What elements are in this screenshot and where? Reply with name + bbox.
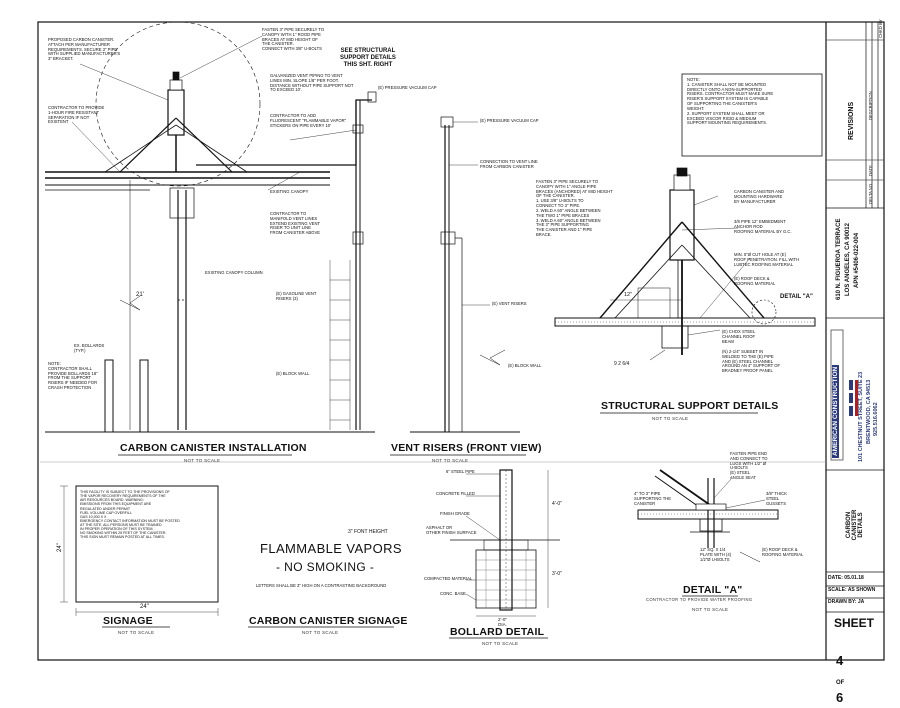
sheet-current: 4 — [836, 653, 844, 669]
note-proposed-canister: PROPOSED CARBON CANISTER. ATTACH PER MAN… — [48, 37, 121, 62]
vent-risers-drawing — [410, 116, 520, 433]
structural-support-scale: NOT TO SCALE — [652, 416, 689, 421]
bollard-detail-scale: NOT TO SCALE — [482, 641, 519, 646]
note-fire-separation: CONTRACTOR TO PROVIDE 1-HOUR FIRE RESIST… — [48, 105, 105, 125]
revisions-title: REVISIONS — [848, 101, 855, 140]
note-contractor-bollards: NOTE: CONTRACTOR SHALL PROVIDE BOLLARDS … — [48, 361, 98, 391]
bollard-detail-title: BOLLARD DETAIL — [450, 626, 545, 638]
dim-12-inch: 12" — [624, 292, 633, 298]
note-flammable-stickers: CONTRACTOR TO ADD FLUORESCENT "FLAMMABLE… — [270, 113, 347, 128]
note-bollard-pipe: 6" STEEL PIPE — [446, 469, 475, 474]
note-bollard-finish: FINISH GRADE — [440, 511, 470, 516]
note-structural-box: NOTE: 1. CANISTER SHALL NOT BE MOUNTED D… — [687, 77, 774, 126]
signage-scale: NOT TO SCALE — [118, 630, 155, 635]
carbon-canister-installation-title: CARBON CANISTER INSTALLATION — [120, 442, 307, 454]
canister-signage-line1: FLAMMABLE VAPORS — [260, 541, 402, 556]
note-angle-weld: (N) 2-1/4" SUBSET IN WELDED TO THE (E) P… — [722, 349, 781, 374]
sheet-description: CARBON CANISTER DETAILS — [846, 509, 864, 541]
note-connection-vent-line: CONNECTION TO VENT LINE FROM CARBON CANI… — [480, 159, 538, 169]
note-structural-fasten: FASTEN 3" PIPE SECURELY TO CANOPY WITH 1… — [536, 179, 613, 238]
detail-a-subtitle: CONTRACTOR TO PROVIDE WATER PROOFING — [646, 597, 753, 602]
note-fasten-pipe: FASTEN 3" PIPE SECURELY TO CANOPY WITH 1… — [262, 27, 325, 52]
sheet-number: 4 OF 6 — [836, 634, 844, 708]
company-name: AMERICAN CONSTRUCTION — [832, 364, 839, 458]
note-see-structural: SEE STRUCTURAL SUPPORT DETAILS THIS SHT.… — [340, 48, 396, 68]
note-existing-canopy: EXISTING CANOPY — [270, 189, 309, 194]
company-phone: 925.516.6062 — [873, 402, 879, 436]
sheet-of: OF — [836, 679, 845, 686]
note-roof-deck: (E) ROOF DECK & ROOFING MATERIAL — [734, 276, 776, 286]
signage-dim-width: 24" — [140, 604, 149, 610]
dim-bollard-dia: 2'-0" DIA. — [498, 617, 507, 628]
scale-label: SCALE: AS SHOWN — [828, 587, 876, 593]
signage-title: SIGNAGE — [103, 615, 153, 627]
note-manifold: CONTRACTOR TO MANIFOLD VENT LINES EXTEND… — [270, 211, 321, 236]
note-gasoline-vent-risers: (E) GASOLINE VENT RISERS (3) — [276, 291, 317, 301]
canister-signage-note: LETTERS SHALL BE 3" HIGH ON A CONTRASTIN… — [256, 583, 387, 588]
canister-signage-line2: - NO SMOKING - — [276, 560, 375, 574]
rev-col-description: DESCRIPTION — [868, 91, 873, 120]
note-bollard-base: CONC. BASE — [440, 591, 466, 596]
note-detail-a-plate: 12" SQ. X 1/4 PLATE WITH (4) 1/2"Ø U-BOL… — [700, 547, 732, 562]
note-box — [681, 73, 823, 157]
dim-bollard-above: 4'-0" — [552, 501, 562, 507]
note-canopy-column: EXISTING CANOPY COLUMN — [205, 270, 263, 275]
detail-a-drawing — [637, 469, 779, 563]
carbon-canister-installation-scale: NOT TO SCALE — [184, 458, 221, 463]
dim-bollard-below: 3'-0" — [552, 571, 562, 577]
bollard-drawing — [450, 469, 560, 617]
note-detail-a-fasten: FASTEN PIPE END AND CONNECT TO LUGS WITH… — [730, 451, 768, 481]
company-address-line1: 101 CHESTNUT STREET, SUITE 23 — [858, 371, 864, 462]
structural-support-title: STRUCTURAL SUPPORT DETAILS — [601, 400, 779, 412]
note-bollard-asphalt: ASPHALT OR OTHER FINISH SURFACE — [426, 525, 477, 535]
project-address-line1: 610 N. FIGUEROA TERRACE — [836, 218, 842, 300]
detail-a-scale: NOT TO SCALE — [692, 607, 729, 612]
detail-a-title: DETAIL "A" — [683, 584, 743, 596]
signage-drawing — [60, 485, 219, 616]
sheet-label: SHEET — [834, 616, 875, 630]
carbon-canister-installation-drawing — [45, 21, 377, 433]
sheet-total: 6 — [836, 690, 844, 706]
note-pressure-cap-front: (E) PRESSURE VACUUM CAP — [480, 118, 539, 123]
project-address-line2: LOS ANGELES, CA 90012 — [845, 223, 851, 296]
note-bollard-concrete: CONCRETE FILLED — [436, 491, 475, 496]
note-block-wall-left: (E) BLOCK WALL — [276, 371, 310, 376]
note-detail-a-roof-deck: (E) ROOF DECK & ROOFING MATERIAL — [762, 547, 804, 557]
signage-text: THIS FACILITY IS SUBJECT TO THE PROVISIO… — [80, 490, 180, 540]
canister-signage-title: CARBON CANISTER SIGNAGE — [249, 615, 408, 627]
dim-column-height: 21' — [136, 292, 144, 298]
rev-col-date: DATE — [868, 165, 873, 176]
canister-signage-scale: NOT TO SCALE — [302, 630, 339, 635]
note-carbon-canister-hardware: CARBON CANISTER AND MOUNTING HARDWARE BY… — [734, 189, 785, 204]
note-pressure-cap-left: (E) PRESSURE VACUUM CAP — [378, 85, 437, 90]
note-galvanized-piping: GALVANIZED VENT PIPING TO VENT LINES MIN… — [270, 73, 354, 93]
note-anchor-rod: 3/8 PIPE 12" EMBEDMENT ANCHOR ROD ROOFIN… — [734, 219, 792, 234]
signage-dim-height: 24" — [57, 543, 63, 552]
note-vent-risers-front: (E) VENT RISERS — [492, 301, 527, 306]
note-detail-a-gussets: 3/8" THICK STEEL GUSSETS — [766, 491, 787, 506]
vent-risers-scale: NOT TO SCALE — [432, 458, 469, 463]
detail-a-reference: DETAIL "A" — [780, 294, 813, 300]
vent-risers-title: VENT RISERS (FRONT VIEW) — [391, 442, 542, 454]
slope-indicator: 9 2 6/4 — [614, 361, 630, 367]
note-bollards: EX. BOLLARDS (TYP.) — [74, 343, 105, 353]
rev-col-chkd: CHKD BY — [878, 19, 883, 38]
note-bollard-compacted: COMPACTED MATERIAL — [424, 576, 473, 581]
date-label: DATE: 05.01.18 — [828, 575, 864, 581]
sheet-border — [37, 21, 885, 661]
note-cut-hole: MIN. 5"Ø CUT HOLE AT (E) ROOF PENETRATIO… — [734, 252, 800, 267]
rev-col-delta: DELTA NO. — [868, 182, 873, 204]
note-detail-a-pipe: 4" TO 3" PIPE SUPPORTING THE CANISTER — [634, 491, 672, 506]
structural-support-drawing — [554, 73, 823, 361]
note-channel-beam: (E) CHOX STEEL CHANNEL ROOF BEAM — [722, 329, 756, 344]
project-apn: APN #5406-022-004 — [854, 232, 860, 288]
canister-signage-font-height: 3" FONT HEIGHT — [348, 529, 388, 535]
drawn-label: DRAWN BY: JA — [828, 599, 865, 605]
note-block-wall-front: (E) BLOCK WALL — [508, 363, 542, 368]
company-address-line2: BRENTWOOD, CA 94513 — [866, 379, 872, 444]
